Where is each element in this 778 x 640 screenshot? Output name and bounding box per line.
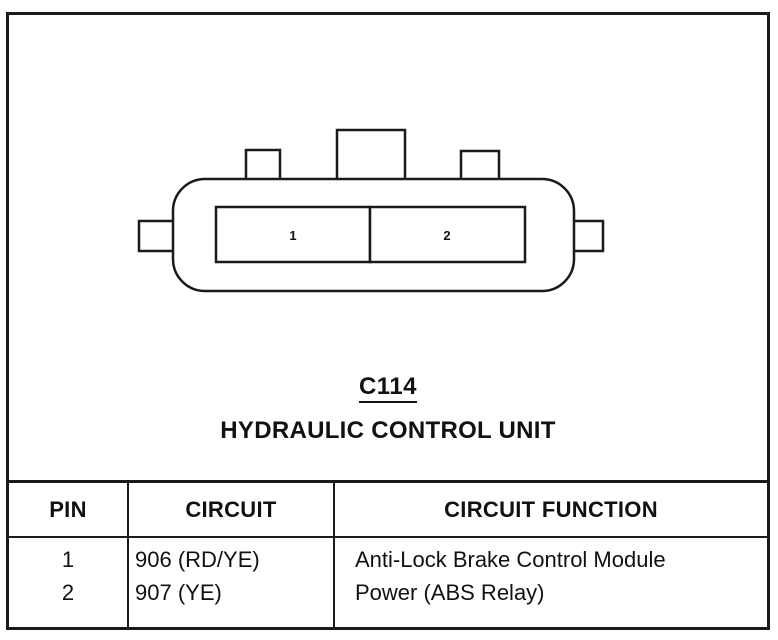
cavity-2-label: 2 xyxy=(443,228,450,243)
row-1-function: Anti-Lock Brake Control Module xyxy=(355,547,666,572)
connector-drawing: 1 2 xyxy=(137,128,605,293)
row-2-function: Power (ABS Relay) xyxy=(355,580,545,605)
row-2-circuit: 907 (YE) xyxy=(135,580,222,605)
connector-id: C114 xyxy=(9,373,767,403)
pin-column: PIN 1 2 xyxy=(9,483,129,630)
pinout-table: PIN 1 2 CIRCUIT 906 (RD/YE) 907 (YE) CIR… xyxy=(9,480,767,630)
connector-id-text: C114 xyxy=(358,373,418,403)
row-1-pin: 1 xyxy=(61,547,75,572)
latch-tab-right xyxy=(459,149,501,183)
function-header: CIRCUIT FUNCTION xyxy=(444,497,658,522)
connector-diagram: 1 2 C114 HYDRAULIC CONTROL UNIT xyxy=(9,15,767,480)
cavity-2 xyxy=(368,205,527,264)
diagram-frame: 1 2 C114 HYDRAULIC CONTROL UNIT PIN 1 2 … xyxy=(6,12,770,630)
latch-tab-left xyxy=(244,148,282,182)
header-divider xyxy=(9,536,767,538)
connector-name: HYDRAULIC CONTROL UNIT xyxy=(220,417,556,444)
circuit-column: CIRCUIT 906 (RD/YE) 907 (YE) xyxy=(129,483,335,630)
cavity-1 xyxy=(214,205,372,264)
row-2-pin: 2 xyxy=(61,580,75,605)
circuit-header: CIRCUIT xyxy=(185,497,277,522)
side-tab-left xyxy=(137,219,179,253)
cavity-1-label: 1 xyxy=(289,228,296,243)
row-1-circuit: 906 (RD/YE) xyxy=(135,547,260,572)
pin-header: PIN xyxy=(49,497,87,522)
function-column: CIRCUIT FUNCTION Anti-Lock Brake Control… xyxy=(335,483,767,630)
latch-tab-center xyxy=(335,128,407,184)
